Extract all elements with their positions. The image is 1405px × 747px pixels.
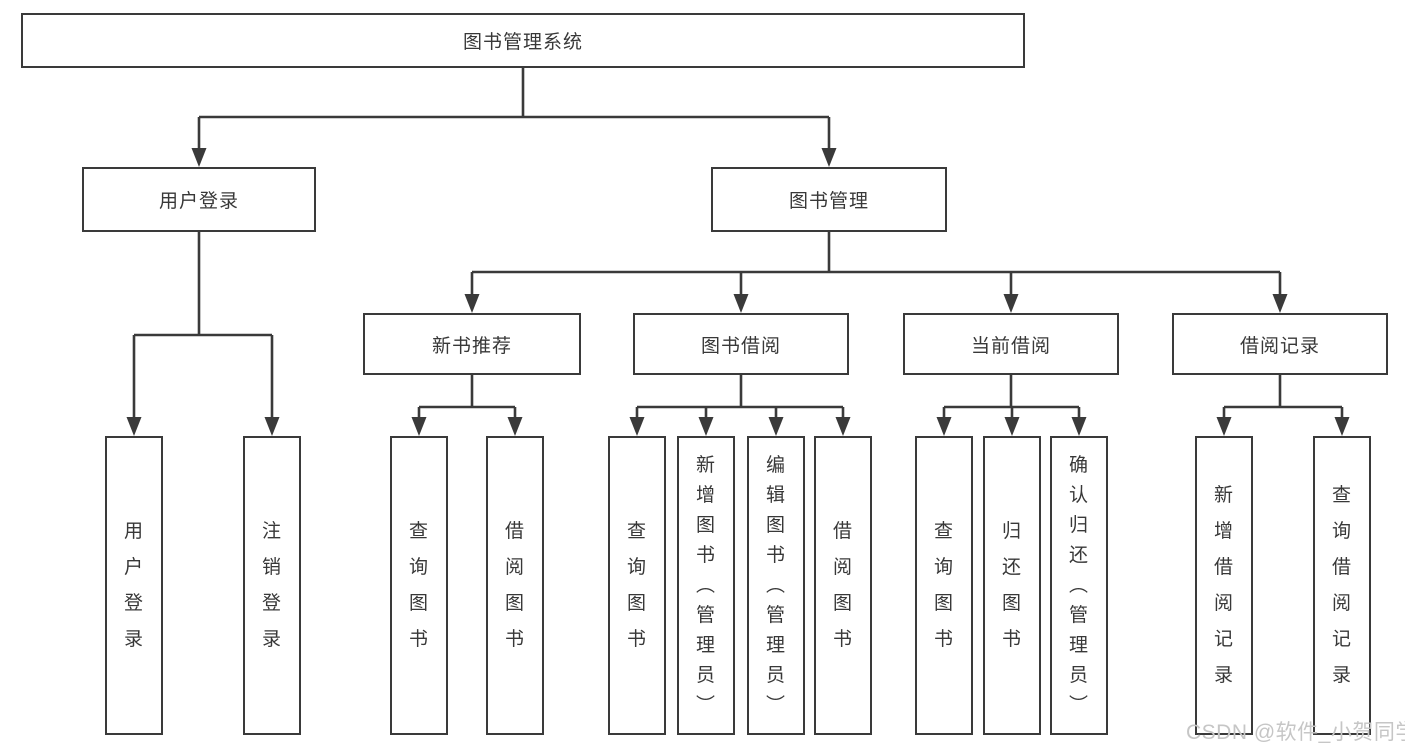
node-book-borrow: 图书借阅 [633,313,849,375]
leaf-recommend-borrow-books-label: 借阅图书 [504,520,525,650]
leaf-edit-books-admin: 编辑图书︵管理员︶ [747,436,805,735]
node-new-book-recommend: 新书推荐 [363,313,581,375]
leaf-borrow-query-books: 查询图书 [608,436,666,735]
leaf-borrow-books-label: 借阅图书 [832,520,853,650]
leaf-borrow-query-books-label: 查询图书 [626,520,647,650]
leaf-recommend-query-books-label: 查询图书 [408,520,429,650]
leaf-return-books: 归还图书 [983,436,1041,735]
node-borrow-record-label: 借阅记录 [1239,335,1320,357]
leaf-recommend-borrow-books: 借阅图书 [486,436,544,735]
leaf-edit-books-admin-label: 编辑图书︵管理员︶ [765,454,786,716]
leaf-current-query-books: 查询图书 [915,436,973,735]
node-book-management: 图书管理 [711,167,947,232]
leaf-logout: 注销登录 [243,436,301,735]
leaf-current-query-books-label: 查询图书 [933,520,954,650]
leaf-add-borrow-record: 新增借阅记录 [1195,436,1253,735]
node-current-borrow-label: 当前借阅 [970,335,1051,357]
leaf-add-books-admin: 新增图书︵管理员︶ [677,436,735,735]
leaf-confirm-return-admin: 确认归还︵管理员︶ [1050,436,1108,735]
leaf-return-books-label: 归还图书 [1001,520,1022,650]
leaf-add-books-admin-label: 新增图书︵管理员︶ [695,454,716,716]
leaf-add-borrow-record-label: 新增借阅记录 [1213,484,1234,686]
leaf-query-borrow-record: 查询借阅记录 [1313,436,1371,735]
leaf-borrow-books: 借阅图书 [814,436,872,735]
node-book-borrow-label: 图书借阅 [700,335,781,357]
node-root: 图书管理系统 [21,13,1025,68]
leaf-logout-label: 注销登录 [261,520,282,650]
node-user-login: 用户登录 [82,167,316,232]
node-current-borrow: 当前借阅 [903,313,1119,375]
node-user-login-label: 用户登录 [158,191,239,212]
node-new-book-recommend-label: 新书推荐 [431,335,512,357]
leaf-confirm-return-admin-label: 确认归还︵管理员︶ [1068,454,1089,716]
watermark-text: CSDN @软件_小贺同学 [1186,721,1405,744]
leaf-query-borrow-record-label: 查询借阅记录 [1331,484,1352,686]
node-root-label: 图书管理系统 [462,32,583,53]
node-book-management-label: 图书管理 [788,191,869,212]
leaf-user-login-label: 用户登录 [123,520,144,650]
node-borrow-record: 借阅记录 [1172,313,1388,375]
leaf-user-login: 用户登录 [105,436,163,735]
leaf-recommend-query-books: 查询图书 [390,436,448,735]
